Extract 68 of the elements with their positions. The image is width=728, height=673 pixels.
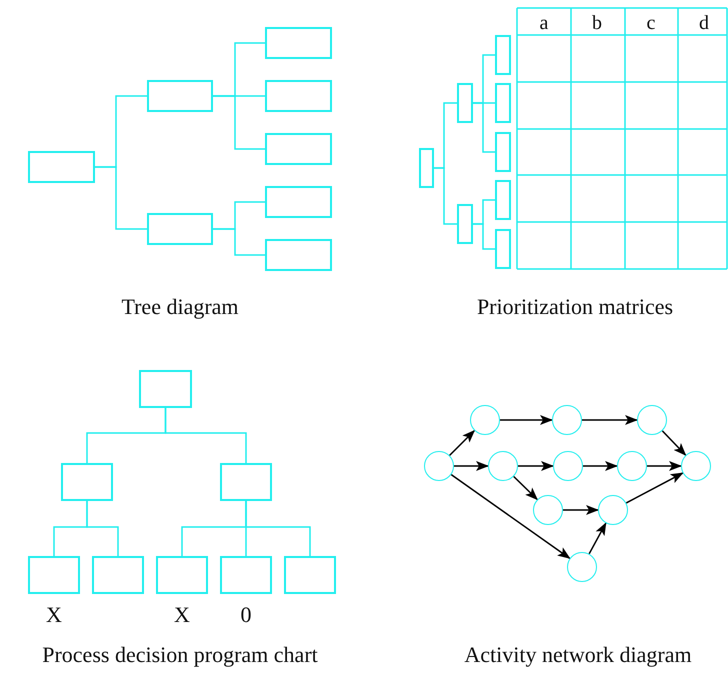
connector-line xyxy=(473,223,495,250)
outcome-mark: X xyxy=(46,604,62,626)
arrow xyxy=(662,430,686,456)
process-box xyxy=(156,556,208,594)
arrow xyxy=(449,430,476,456)
diagram-caption: Process decision program chart xyxy=(42,644,318,666)
process-box xyxy=(495,229,511,269)
activity-circle xyxy=(488,451,518,481)
process-box xyxy=(419,148,434,188)
process-box xyxy=(147,213,213,245)
process-box xyxy=(28,556,80,594)
diagram-caption: Prioritization matrices xyxy=(476,296,674,318)
activity-circle xyxy=(681,451,711,481)
process-box xyxy=(220,556,272,594)
activity-circle xyxy=(598,495,628,525)
column-header: d xyxy=(699,13,709,33)
connector-line xyxy=(213,228,265,256)
activity-circle xyxy=(552,405,582,435)
process-box xyxy=(265,27,332,59)
process-box xyxy=(265,80,332,112)
activity-circle xyxy=(470,405,500,435)
activity-circle xyxy=(424,451,454,481)
arrow xyxy=(563,505,599,515)
diagram-caption: Activity network diagram xyxy=(464,644,692,666)
column-header: a xyxy=(540,13,548,33)
process-box xyxy=(284,556,336,594)
process-box xyxy=(61,463,113,501)
arrow xyxy=(583,461,618,471)
arrow xyxy=(513,476,538,500)
process-box xyxy=(92,556,144,594)
process-box xyxy=(265,239,332,271)
connector-line xyxy=(86,501,119,556)
arrow xyxy=(518,461,554,471)
activity-circle xyxy=(617,451,647,481)
connector-line xyxy=(434,167,457,225)
process-box xyxy=(147,80,213,112)
arrow xyxy=(500,415,553,425)
process-box xyxy=(265,133,332,165)
process-box xyxy=(457,204,473,244)
connector-line xyxy=(95,166,147,230)
process-box xyxy=(457,83,473,123)
connector-line xyxy=(164,408,247,463)
activity-circle xyxy=(637,405,667,435)
arrow xyxy=(450,474,571,559)
activity-circle xyxy=(553,451,583,481)
connector-line xyxy=(473,102,495,153)
outcome-mark: 0 xyxy=(240,604,252,626)
process-box xyxy=(495,180,511,220)
arrow xyxy=(454,461,489,471)
outcome-mark: X xyxy=(174,604,190,626)
connector-line xyxy=(213,95,265,150)
process-box xyxy=(139,370,192,408)
process-box xyxy=(28,151,95,183)
diagram-caption: Tree diagram xyxy=(121,296,239,318)
arrow xyxy=(588,522,606,554)
process-box xyxy=(265,186,332,218)
arrow xyxy=(626,472,684,504)
arrow xyxy=(582,415,638,425)
process-box xyxy=(495,35,511,75)
column-header: b xyxy=(592,13,602,33)
activity-circle xyxy=(533,495,563,525)
arrow xyxy=(647,461,682,471)
activity-circle xyxy=(567,552,597,582)
column-header: c xyxy=(646,13,656,33)
connector-line xyxy=(245,501,311,556)
process-box xyxy=(495,132,511,172)
process-box xyxy=(220,463,272,501)
process-box xyxy=(495,83,511,123)
